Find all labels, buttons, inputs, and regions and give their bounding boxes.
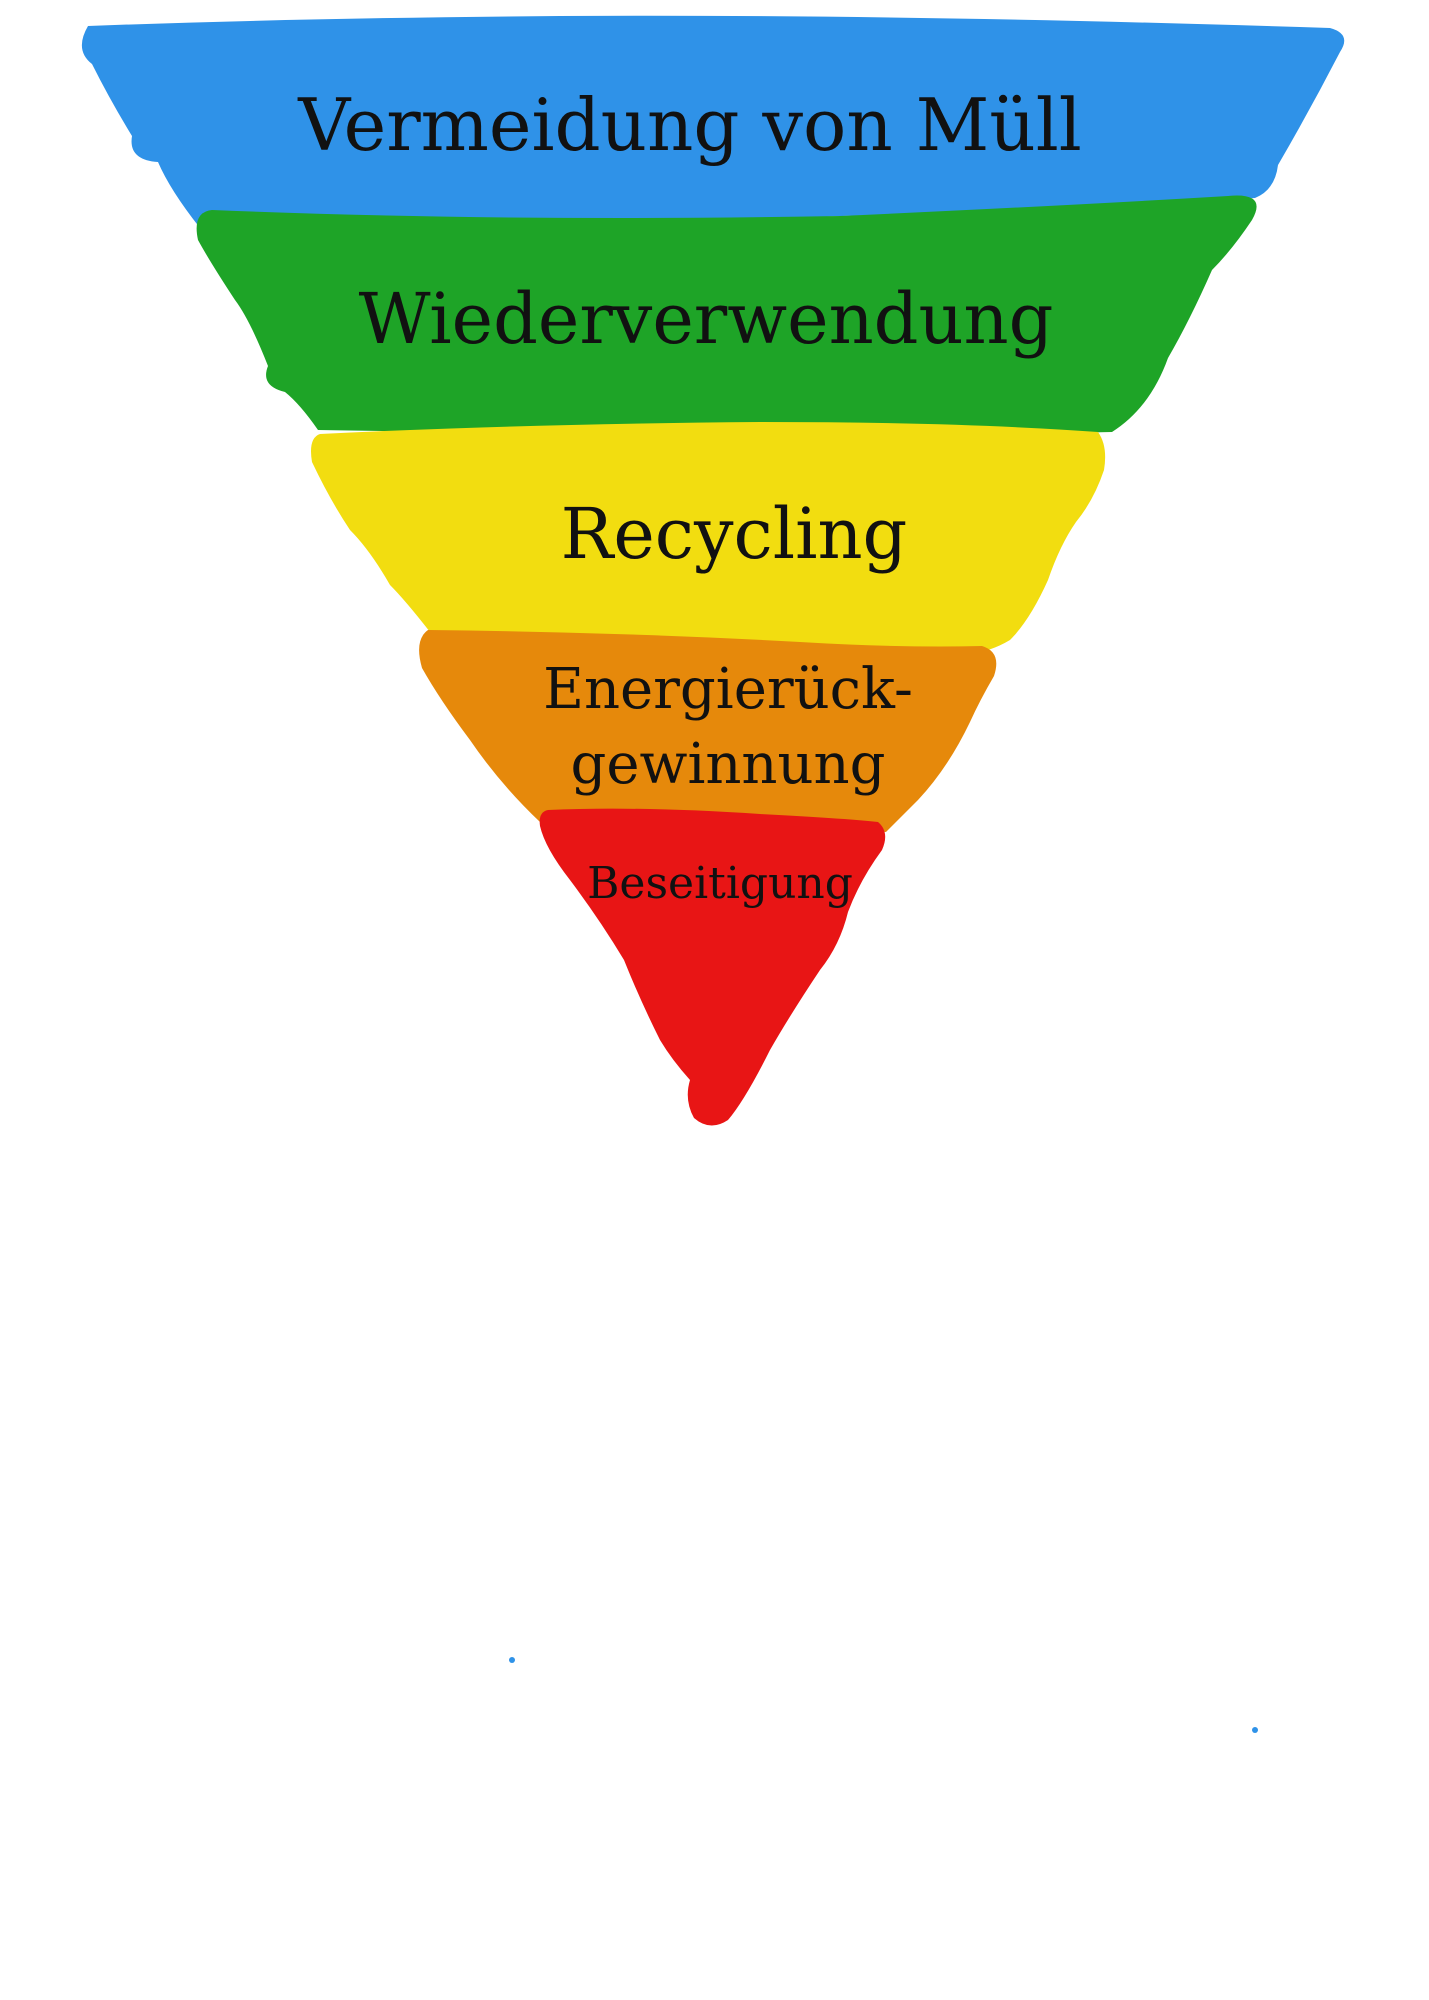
tier-avoidance-band [81,15,1345,228]
tier-energy-recovery: Energierück- gewinnung [419,630,997,832]
tier-disposal-band [539,808,886,1126]
tier-reuse-label: Wiederverwendung [359,278,1054,360]
tier-recycling: Recycling [311,422,1106,654]
tier-recycling-label: Recycling [561,493,908,575]
tier-avoidance-label: Vermeidung von Müll [297,83,1082,167]
tier-reuse-band [196,195,1257,435]
stray-dot-1 [509,1657,515,1663]
tier-reuse: Wiederverwendung [196,195,1257,435]
tier-disposal: Beseitigung [539,808,886,1126]
tier-energy-recovery-band [419,630,997,832]
tier-recycling-band [311,422,1106,654]
tier-energy-recovery-label-line1: Energierück- [543,657,913,722]
tier-disposal-label: Beseitigung [587,858,853,909]
tier-avoidance: Vermeidung von Müll [81,15,1345,228]
stray-dot-2 [1252,1727,1258,1733]
tier-energy-recovery-label-line2: gewinnung [571,732,886,797]
